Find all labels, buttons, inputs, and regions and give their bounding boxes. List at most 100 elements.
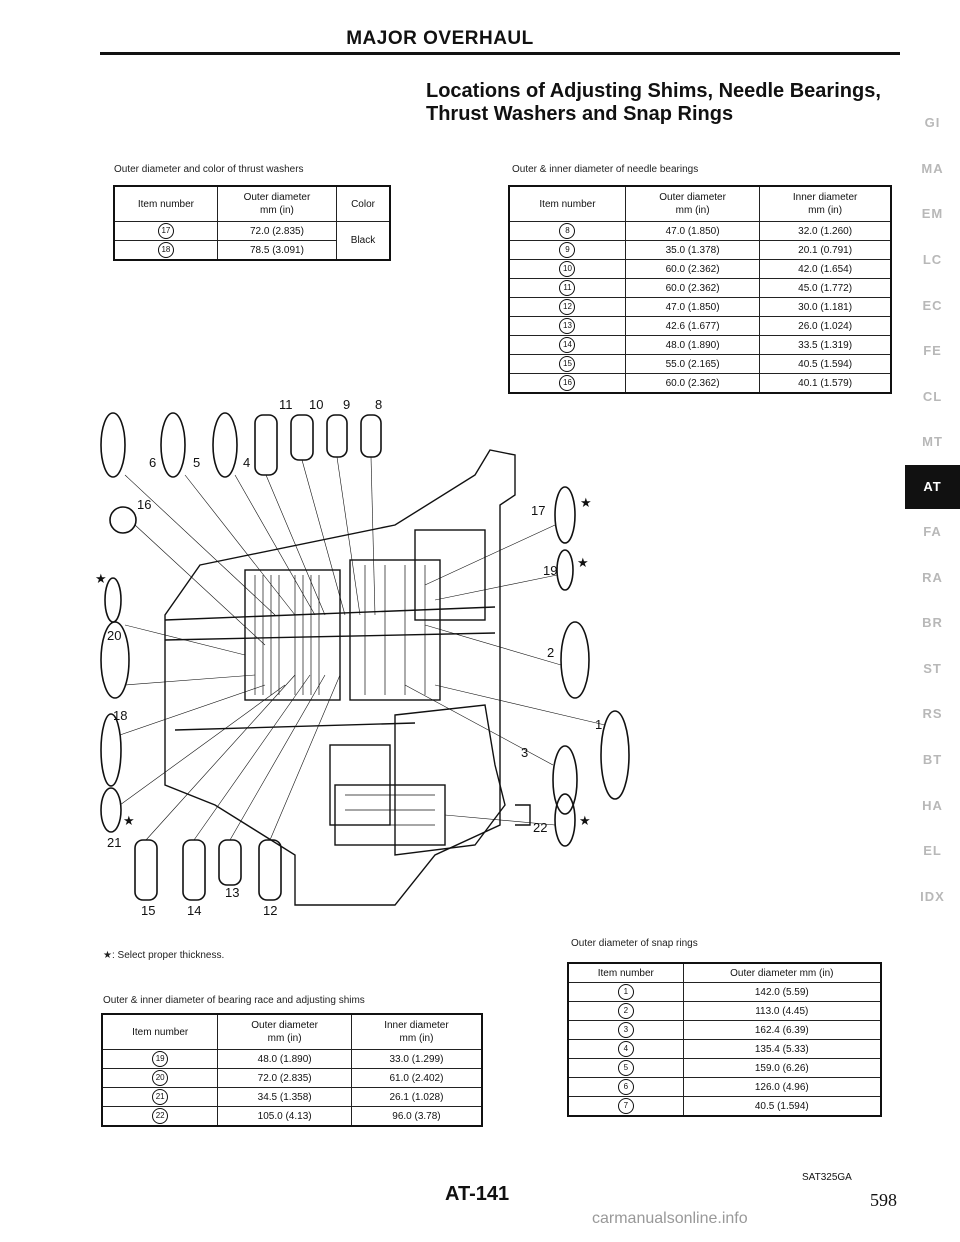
item-number-cell: 2 bbox=[567, 1001, 684, 1021]
item-number-cell: 20 bbox=[101, 1068, 219, 1088]
tab-lc[interactable]: LC bbox=[922, 252, 943, 268]
label-17: 17 bbox=[531, 503, 545, 518]
leader-line bbox=[265, 474, 326, 616]
tab-br[interactable]: BR bbox=[922, 615, 943, 631]
item-number-badge: 15 bbox=[559, 356, 576, 372]
tab-ra[interactable]: RA bbox=[922, 569, 943, 585]
inner-diameter-cell: 33.0 (1.299) bbox=[350, 1049, 483, 1069]
item-number-badge: 10 bbox=[559, 261, 576, 277]
thrust-washer-17 bbox=[554, 486, 576, 544]
outer-diameter-cell: 162.4 (6.39) bbox=[682, 1020, 882, 1040]
outer-diameter-cell: 60.0 (2.362) bbox=[624, 259, 761, 279]
label-10: 10 bbox=[309, 397, 323, 412]
outer-diameter-cell: 48.0 (1.890) bbox=[624, 335, 761, 355]
header-rule bbox=[100, 52, 900, 55]
tab-mt[interactable]: MT bbox=[922, 434, 943, 450]
tab-st[interactable]: ST bbox=[923, 660, 942, 676]
inner-diameter-cell: 40.1 (1.579) bbox=[759, 373, 892, 394]
column-header-line: mm (in) bbox=[259, 205, 294, 216]
leader-line bbox=[444, 814, 556, 826]
tab-ma[interactable]: MA bbox=[921, 160, 944, 176]
item-number-cell: 1 bbox=[567, 982, 684, 1002]
outer-diameter-cell: 113.0 (4.45) bbox=[682, 1001, 882, 1021]
case-outline bbox=[164, 449, 516, 906]
tab-ec[interactable]: EC bbox=[922, 297, 943, 313]
inner-diameter-cell: 33.5 (1.319) bbox=[759, 335, 892, 355]
item-number-cell: 17 bbox=[113, 221, 218, 241]
table-row: 18 78.5 (3.091) bbox=[113, 240, 390, 261]
needle-bearing-16 bbox=[109, 506, 137, 534]
tab-gi[interactable]: GI bbox=[924, 115, 941, 131]
label-22: 22 bbox=[533, 820, 547, 835]
outer-diameter-cell: 72.0 (2.835) bbox=[216, 221, 338, 241]
tab-fa[interactable]: FA bbox=[923, 524, 942, 540]
needle-bearing-8 bbox=[360, 414, 382, 458]
snap-rings-caption: Outer diameter of snap rings bbox=[571, 938, 698, 949]
item-number-cell: 5 bbox=[567, 1058, 684, 1078]
tab-at[interactable]: AT bbox=[905, 464, 960, 509]
item-number-badge: 4 bbox=[617, 1041, 634, 1057]
label-6: 6 bbox=[149, 455, 156, 470]
tab-em[interactable]: EM bbox=[921, 206, 944, 222]
tab-idx[interactable]: IDX bbox=[920, 888, 945, 904]
label-16: 16 bbox=[137, 497, 151, 512]
item-number-cell: 19 bbox=[101, 1049, 219, 1069]
outer-diameter-cell: 47.0 (1.850) bbox=[624, 297, 761, 317]
color-cell: Black bbox=[336, 221, 391, 261]
item-number-cell: 4 bbox=[567, 1039, 684, 1059]
column-header: Item number bbox=[567, 962, 684, 983]
tab-bt[interactable]: BT bbox=[922, 752, 943, 768]
needle-bearing-14 bbox=[182, 839, 206, 901]
item-number-badge: 20 bbox=[152, 1070, 169, 1086]
shim-star-21 bbox=[100, 787, 122, 833]
outer-diameter-cell: 60.0 (2.362) bbox=[624, 373, 761, 394]
needle-bearing-13 bbox=[218, 839, 242, 886]
tab-rs[interactable]: RS bbox=[922, 706, 943, 722]
figure-code: SAT325GA bbox=[802, 1172, 852, 1183]
item-number-badge: 5 bbox=[617, 1060, 634, 1076]
outer-diameter-cell: 78.5 (3.091) bbox=[216, 240, 338, 261]
item-number-badge: 19 bbox=[152, 1051, 169, 1067]
leader-line bbox=[434, 684, 606, 726]
item-number-badge: 22 bbox=[152, 1108, 169, 1124]
section-tab-bar: GI MA EM LC EC FE CL MT AT FA RA BR ST R… bbox=[905, 100, 960, 919]
leader-line bbox=[193, 674, 311, 841]
column-header-line: Inner diameter bbox=[384, 1020, 449, 1031]
snap-ring-2 bbox=[560, 621, 590, 699]
item-number-badge: 18 bbox=[157, 242, 174, 258]
tab-ha[interactable]: HA bbox=[922, 797, 943, 813]
idler-shaft bbox=[174, 722, 416, 731]
item-number-badge: 16 bbox=[559, 375, 576, 391]
label-18: 18 bbox=[113, 708, 127, 723]
tab-fe[interactable]: FE bbox=[923, 343, 942, 359]
leader-line bbox=[119, 684, 286, 806]
main-shaft-upper bbox=[164, 606, 496, 621]
snap-ring-3 bbox=[552, 745, 578, 815]
thrust-washers-caption: Outer diameter and color of thrust washe… bbox=[114, 164, 304, 175]
item-number-badge: 1 bbox=[617, 984, 634, 1000]
item-number-cell: 22 bbox=[101, 1106, 219, 1127]
tab-cl[interactable]: CL bbox=[922, 388, 943, 404]
needle-bearing-12 bbox=[258, 839, 282, 901]
leader-line bbox=[134, 524, 266, 646]
column-header: Outer diameter mm (in) bbox=[216, 185, 338, 222]
item-number-badge: 3 bbox=[617, 1022, 634, 1038]
item-number-cell: 13 bbox=[508, 316, 626, 336]
item-number-badge: 14 bbox=[559, 337, 576, 353]
tab-el[interactable]: EL bbox=[923, 843, 942, 859]
column-header-line: Outer diameter bbox=[243, 192, 311, 203]
needle-bearing-10 bbox=[290, 414, 314, 461]
leader-line bbox=[124, 674, 256, 686]
item-number-badge: 6 bbox=[617, 1079, 634, 1095]
item-number-cell: 21 bbox=[101, 1087, 219, 1107]
outer-diameter-cell: 142.0 (5.59) bbox=[682, 982, 882, 1002]
needle-bearing-11 bbox=[254, 414, 278, 476]
item-number-cell: 14 bbox=[508, 335, 626, 355]
